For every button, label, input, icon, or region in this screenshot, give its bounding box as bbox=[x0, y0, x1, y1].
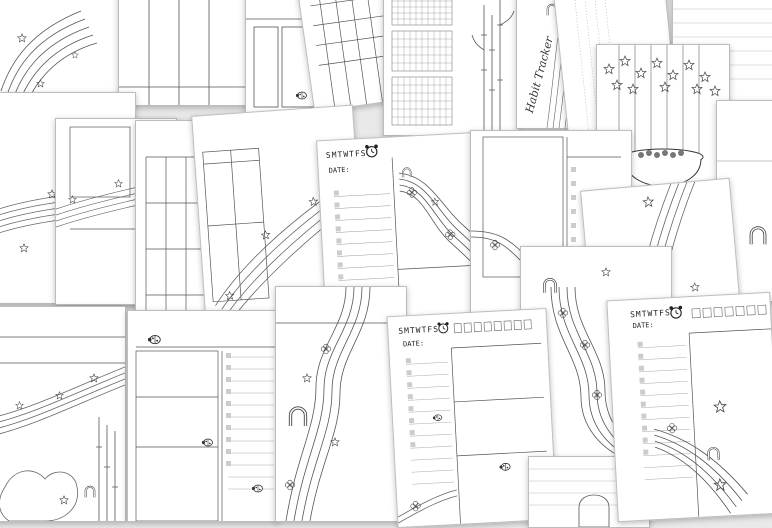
planner-sheet-columns-top bbox=[118, 0, 250, 106]
rainbow-bamboo-sheet bbox=[0, 306, 126, 522]
date-label: DATE: bbox=[328, 165, 350, 175]
alarm-clock-icon bbox=[364, 143, 379, 158]
ladybug-icon bbox=[148, 334, 161, 345]
habit-grid-sheet bbox=[383, 0, 520, 136]
rainbow-icon bbox=[0, 10, 98, 108]
daily-planner-sheet-right: SMTWTFS DATE: bbox=[606, 291, 772, 523]
alarm-clock-icon bbox=[436, 321, 450, 334]
bamboo-icon bbox=[471, 0, 515, 135]
planner-sheet-grid-top bbox=[296, 0, 401, 113]
alarm-clock-icon bbox=[668, 305, 684, 319]
weekly-planner-sheet-left bbox=[127, 310, 279, 522]
horseshoe-rainbow-sheet-center bbox=[275, 286, 407, 522]
bamboo-icon bbox=[96, 417, 118, 521]
